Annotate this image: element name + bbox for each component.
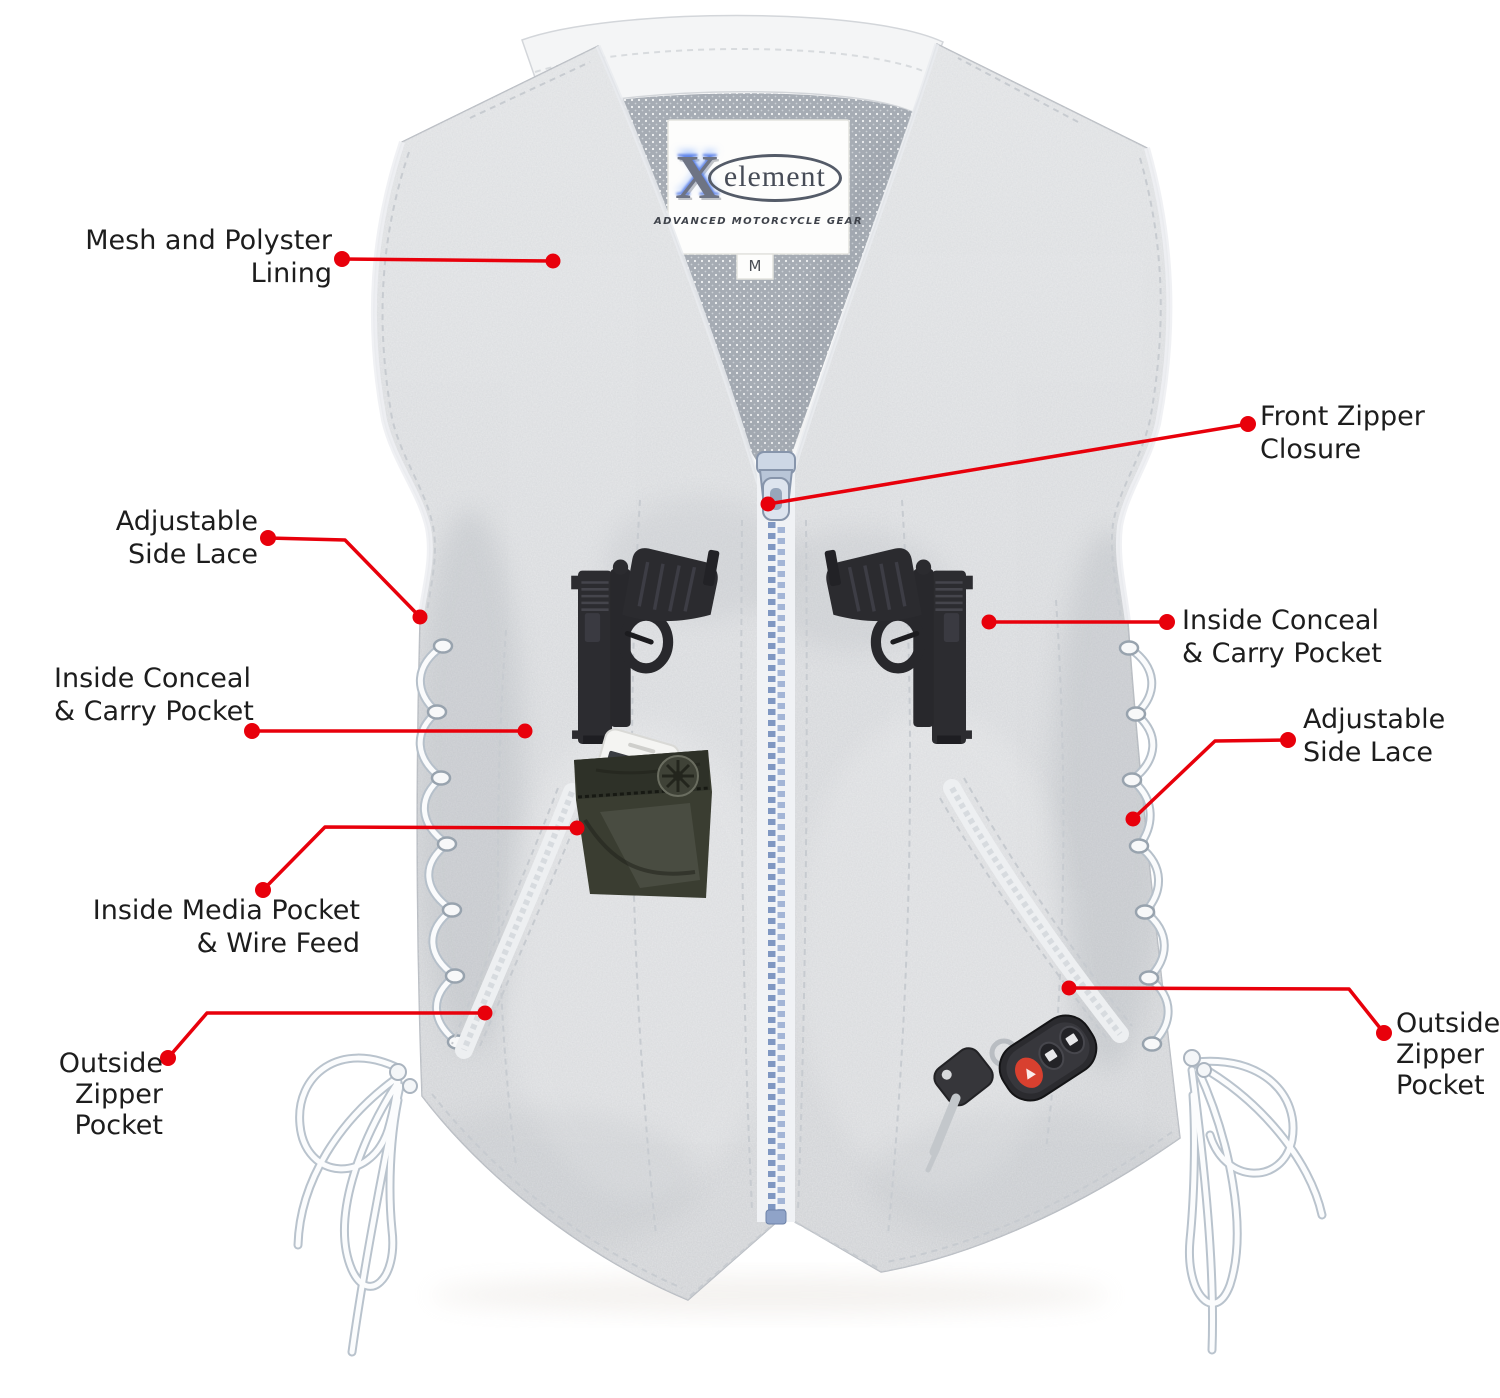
bottom-laces-right [1183, 1049, 1327, 1355]
line-outside-zip-right [1068, 986, 1386, 1035]
line-side-lace-right [1131, 738, 1289, 821]
callout-text-line: Front Zipper [1260, 401, 1425, 432]
callout-dots [160, 251, 1392, 1066]
side-laces-left [415, 638, 468, 1050]
side-laces-right [1118, 640, 1173, 1052]
callout-text-line: Side Lace [127, 539, 258, 570]
line-side-lace-left [267, 536, 422, 619]
ground-shadow [430, 1277, 1110, 1313]
callout-conceal-pocket-left: Inside Conceal & Carry Pocket [54, 662, 334, 728]
brand-label: X element ADVANCED MOTORCYCLE GEAR [654, 124, 862, 250]
callout-text-line: Inside Conceal [1182, 605, 1379, 636]
callout-side-lace-right: Adjustable Side Lace [1303, 703, 1500, 769]
line-outside-zip-left [166, 1011, 485, 1060]
outside-zipper-pocket-right [939, 777, 1133, 1043]
callout-text-line: & Carry Pocket [54, 696, 254, 727]
bottom-laces-left [293, 1053, 418, 1357]
callout-text-line: Inside Media Pocket [92, 895, 360, 926]
callout-media-pocket: Inside Media Pocket & Wire Feed [0, 894, 360, 960]
brand-logo-ellipse: element [707, 154, 842, 202]
line-mesh-lining [341, 257, 554, 263]
front-zipper [756, 451, 796, 1225]
remote-fob [998, 1014, 1098, 1102]
callout-lines [166, 257, 1386, 1060]
brand-logo-name: element [723, 160, 826, 193]
brand-tagline: ADVANCED MOTORCYCLE GEAR [654, 216, 863, 227]
callout-text-line: Lining [250, 258, 332, 289]
media-pocket [574, 728, 712, 898]
callout-text-line: Adjustable [1303, 704, 1446, 735]
callout-text-line: Inside Conceal [54, 663, 251, 694]
brand-logo: X element [675, 147, 842, 209]
zipper-slider [756, 451, 796, 521]
callout-outside-zip-right: Outside Zipper Pocket [1396, 1008, 1500, 1101]
callout-text-line: Adjustable [115, 506, 258, 537]
line-media-pocket [261, 825, 578, 892]
callout-text-line: & Carry Pocket [1182, 638, 1382, 669]
callout-text-line: Outside [58, 1048, 163, 1079]
callout-mesh-lining: Mesh and Polyster Lining [0, 224, 332, 290]
line-front-zipper [767, 422, 1249, 506]
callout-text-line: Closure [1260, 434, 1362, 465]
callout-text-line: Zipper [75, 1079, 163, 1110]
callout-text-line: Outside [1396, 1008, 1500, 1039]
callout-conceal-pocket-right: Inside Conceal & Carry Pocket [1182, 604, 1482, 670]
callout-front-zipper: Front Zipper Closure [1260, 400, 1500, 466]
callout-text-line: Pocket [1396, 1070, 1485, 1101]
callout-side-lace-left: Adjustable Side Lace [0, 505, 258, 571]
callout-text-line: & Wire Feed [196, 928, 360, 959]
callout-text-line: Side Lace [1303, 737, 1434, 768]
key-and-fob [925, 1014, 1098, 1173]
callout-text-line: Pocket [74, 1110, 163, 1141]
callout-text-line: Zipper [1396, 1039, 1484, 1070]
callout-outside-zip-left: Outside Zipper Pocket [0, 1048, 163, 1141]
pocket-emblem [657, 755, 699, 797]
callout-text-line: Mesh and Polyster [85, 225, 332, 256]
size-tag: M [748, 257, 762, 275]
